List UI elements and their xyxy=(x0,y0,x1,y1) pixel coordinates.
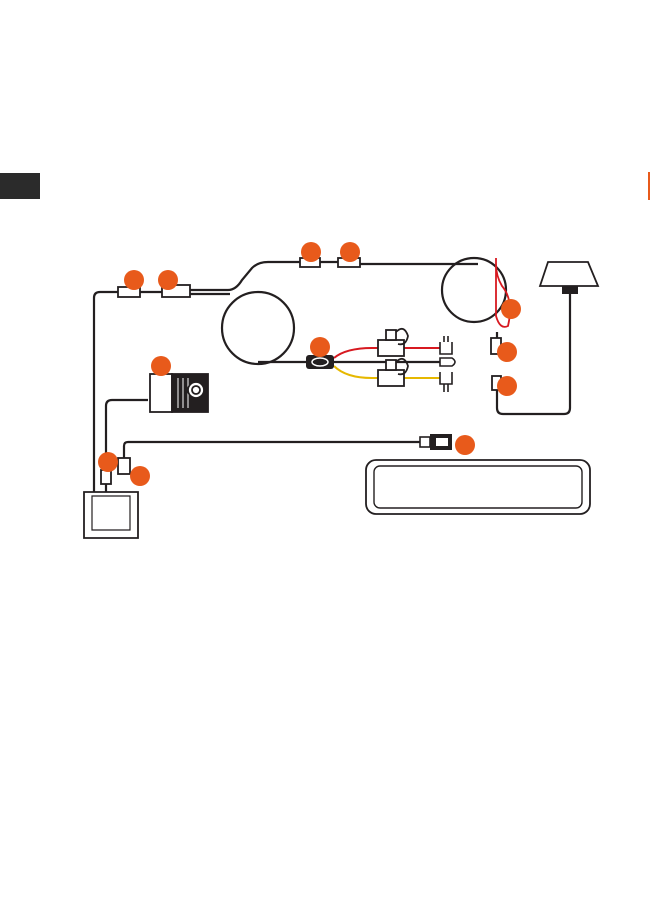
callout-marker-m8 xyxy=(151,356,171,376)
rear-camera-icon xyxy=(150,374,208,412)
inline-fuse-icon xyxy=(306,355,334,369)
mirror-monitor-icon xyxy=(366,460,590,514)
callout-marker-m6 xyxy=(497,342,517,362)
callout-marker-m5 xyxy=(501,299,521,319)
acc-power-wire xyxy=(334,348,378,358)
fuse-tap-icon xyxy=(378,329,408,386)
gps-cable-c xyxy=(190,262,300,290)
mirror-connector-icon xyxy=(420,434,452,450)
callout-marker-m10 xyxy=(455,435,475,455)
battery-wire xyxy=(334,366,378,378)
callout-marker-m1 xyxy=(124,270,144,290)
callout-marker-m9 xyxy=(497,376,517,396)
callout-marker-m11 xyxy=(98,452,118,472)
gps-antenna-icon xyxy=(540,262,598,294)
callout-marker-m7 xyxy=(310,337,330,357)
connector-h xyxy=(118,458,130,474)
ring-terminal-icon xyxy=(440,336,455,392)
callout-marker-m12 xyxy=(130,466,150,486)
callout-marker-m4 xyxy=(340,242,360,262)
connector-g xyxy=(101,470,111,484)
callout-marker-m2 xyxy=(158,270,178,290)
callout-marker-m3 xyxy=(301,242,321,262)
main-unit-icon xyxy=(84,492,138,538)
cable-coil-1 xyxy=(222,292,294,364)
